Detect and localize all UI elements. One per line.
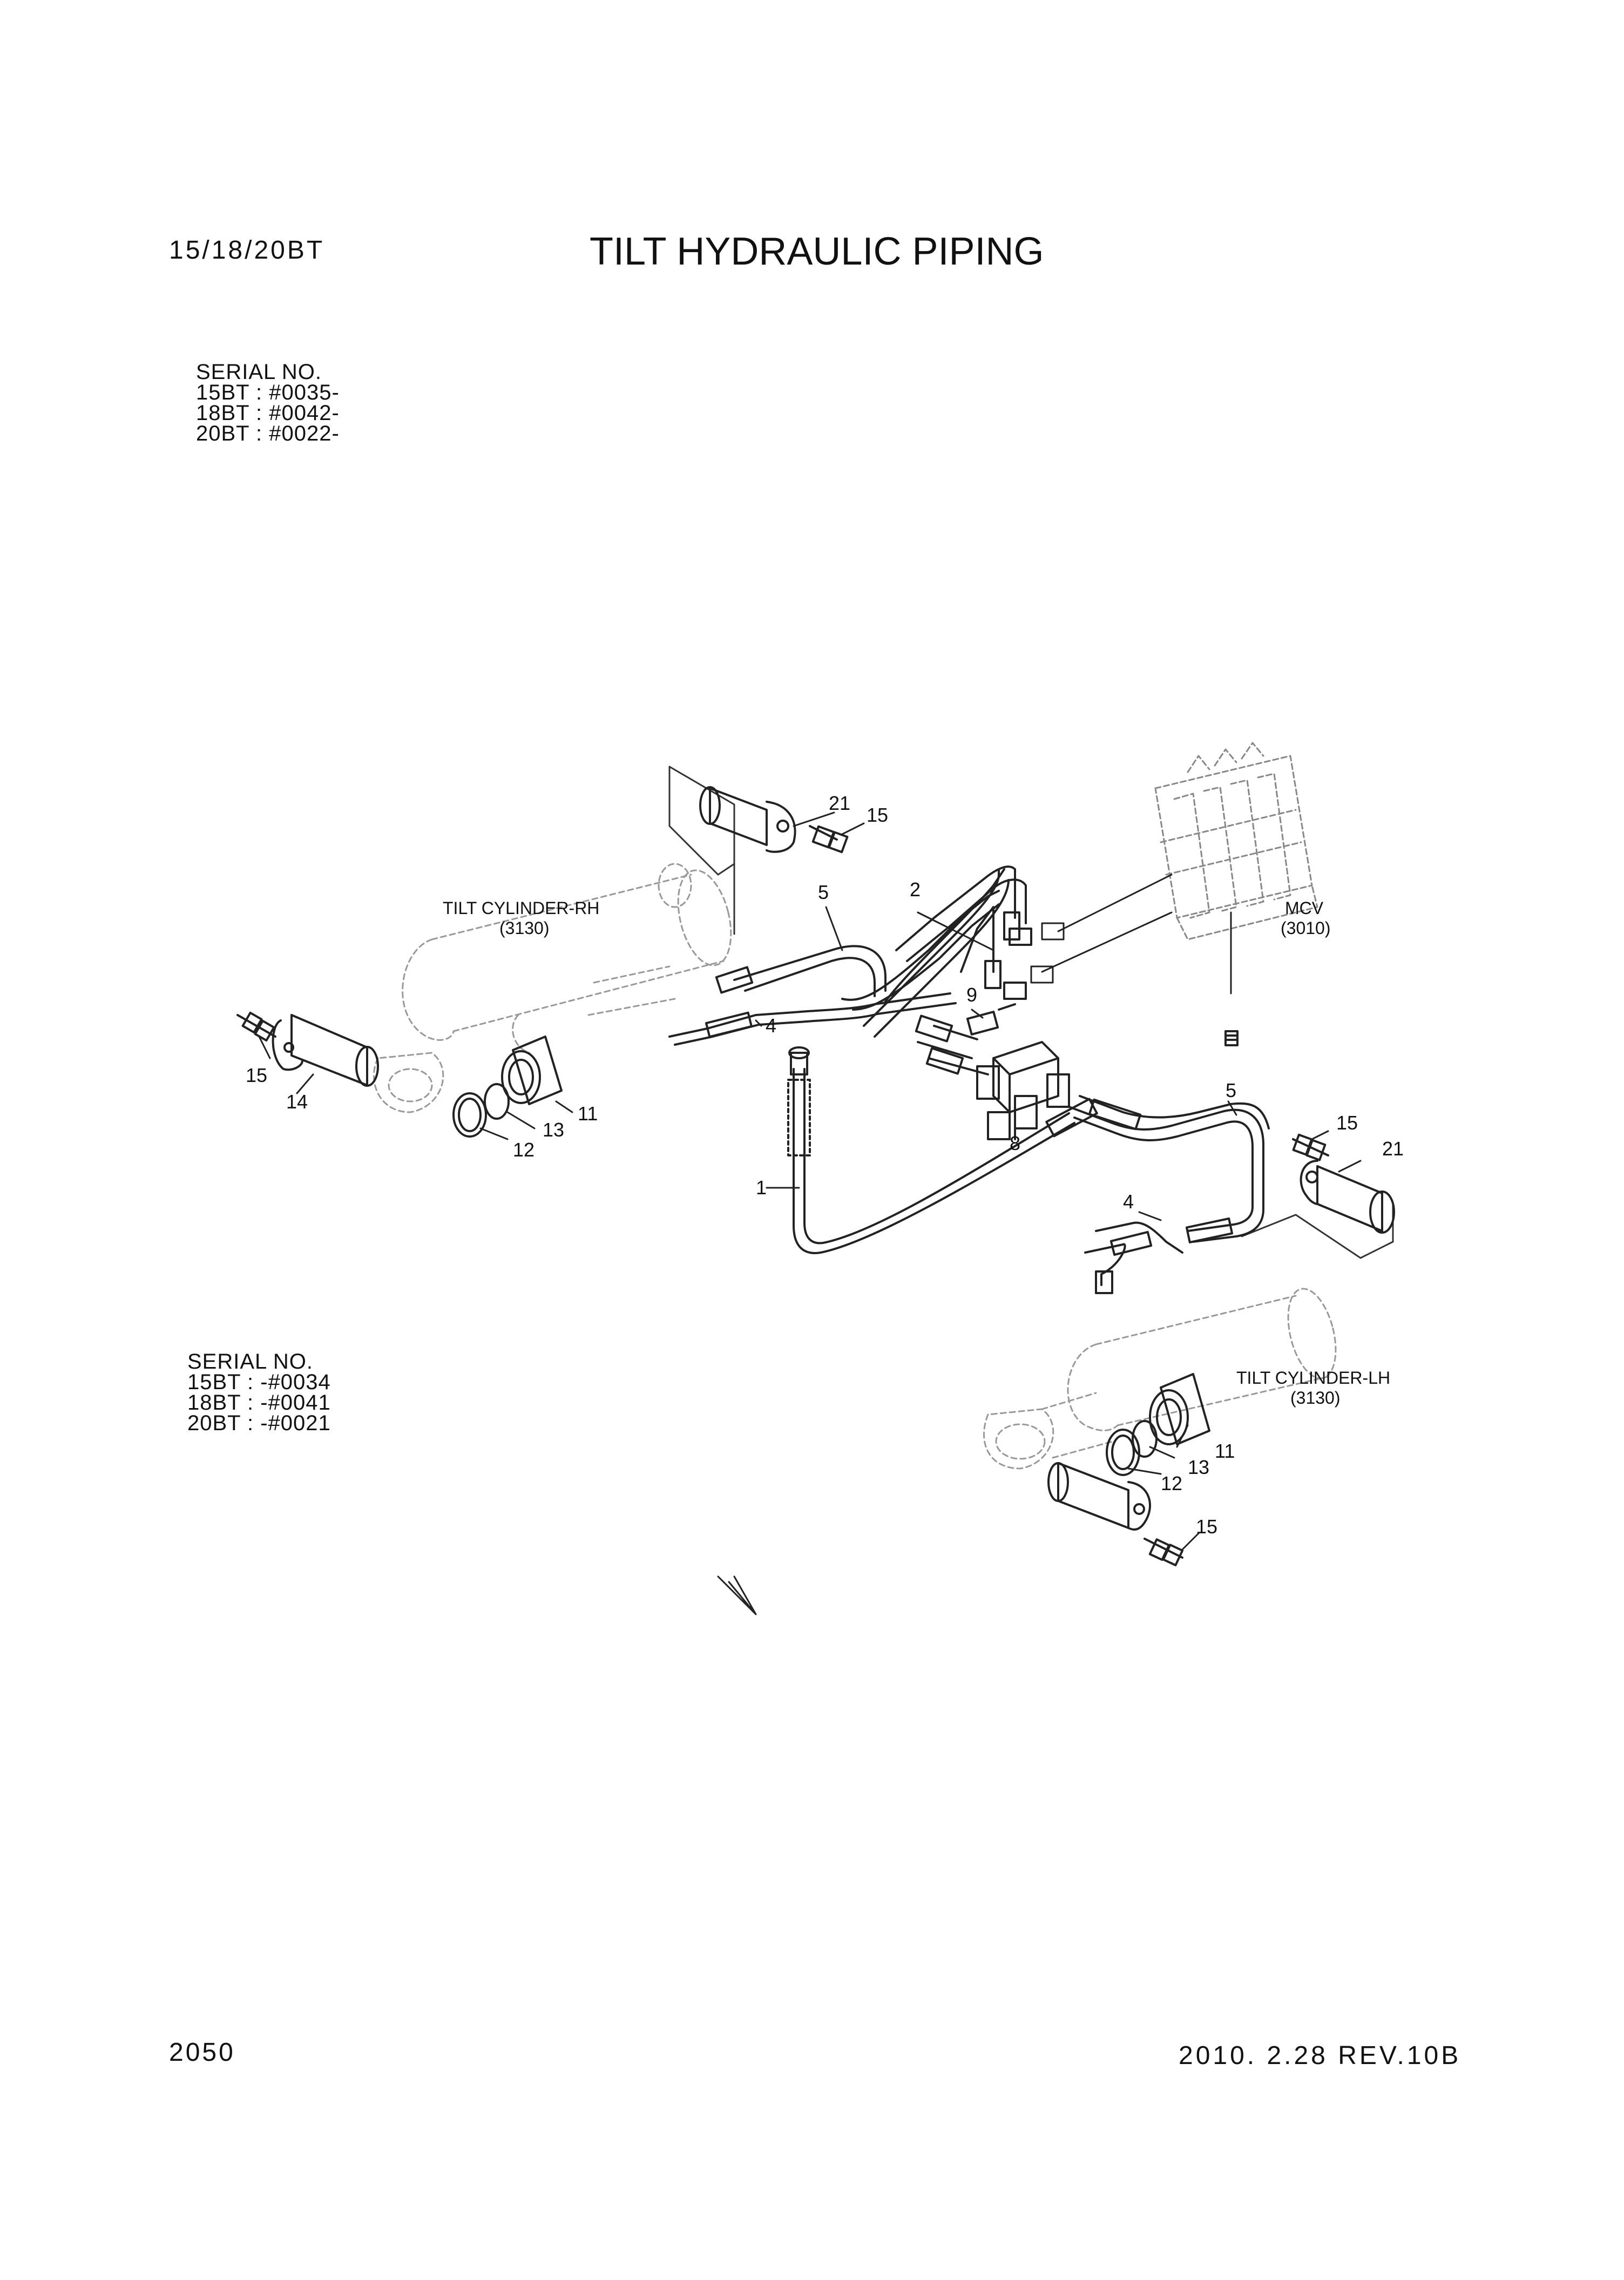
fitting-2a: [1003, 911, 1020, 941]
revision-date: 2010. 2.28 REV.10B: [1179, 2041, 1461, 2070]
hose-4-lh: [1079, 1095, 1270, 1294]
ring-13-right: [1132, 1420, 1158, 1458]
bolt-15-right: [1292, 1133, 1329, 1161]
callout-13: 13: [1188, 1456, 1209, 1478]
serial-line: 20BT : -#0021: [187, 1411, 331, 1435]
fitting-9: [966, 1003, 1016, 1036]
pin-21-upper: [699, 786, 796, 853]
serial-heading: SERIAL NO.: [187, 1350, 314, 1374]
serial-line: 15BT : #0035-: [196, 381, 340, 404]
mcv-code: (3010): [1281, 918, 1331, 938]
tilt-cylinder-rh-label: TILT CYLINDER-RH: [443, 898, 599, 918]
callout-15: 15: [867, 804, 888, 826]
hose-1-top-fitting: [790, 1052, 808, 1075]
hose-1: [787, 1046, 1098, 1254]
hose-4-rh: [668, 992, 957, 1046]
serial-line: 15BT : -#0034: [187, 1370, 331, 1394]
mcv-connector-lines: [1030, 874, 1173, 984]
manifold-port-d: [987, 1111, 1011, 1140]
callout-12: 12: [1161, 1472, 1182, 1494]
hose-4-lh-elbow: [1095, 1270, 1113, 1294]
callout-21: 21: [829, 792, 850, 814]
bushing-11-right: [1149, 1373, 1210, 1445]
fitting-2b: [984, 960, 1002, 989]
tee-manifold-8: [976, 1041, 1070, 1140]
serial-block-bottom: SERIAL NO. 15BT : -#0034 18BT : -#0041 2…: [187, 1350, 331, 1435]
serial-block-top: SERIAL NO. 15BT : #0035- 18BT : #0042- 2…: [196, 360, 340, 445]
page-title: TILT HYDRAULIC PIPING: [590, 230, 1044, 273]
adapter-mcv-b: [1030, 965, 1054, 984]
elbow-2a: [1009, 928, 1032, 946]
manifold-hoses-left: [915, 1014, 989, 1075]
callout-14: 14: [286, 1091, 308, 1113]
callout-2: 2: [910, 878, 921, 901]
mcv-supply-lines: [895, 865, 1032, 1000]
tilt-cylinder-lh-label: TILT CYLINDER-LH: [1236, 1368, 1390, 1388]
ring-12-left: [452, 1092, 487, 1138]
bushing-11-left: [501, 1036, 563, 1105]
elbow-2b: [1003, 982, 1027, 1000]
page-number: 2050: [169, 2038, 235, 2067]
serial-heading: SERIAL NO.: [196, 360, 322, 384]
hose-1-end-fitting: [1045, 1098, 1098, 1138]
adapter-mcv-a: [1041, 922, 1065, 941]
callout-15: 15: [1336, 1112, 1358, 1134]
tilt-cylinder-lh: [983, 1288, 1337, 1470]
callout-4: 4: [766, 1014, 776, 1037]
callout-13: 13: [543, 1119, 564, 1141]
pin-14: [272, 1014, 379, 1087]
hose-5-rh: [715, 945, 887, 997]
callout-15: 15: [246, 1064, 267, 1086]
serial-line: 18BT : #0042-: [196, 401, 340, 425]
hose-4-lh-fitting: [1109, 1230, 1153, 1256]
hose-4-fitting: [705, 1011, 753, 1038]
callout-9: 9: [966, 984, 977, 1006]
hose-5-lh-fitting: [1088, 1098, 1142, 1131]
pin-lower: [1047, 1462, 1151, 1531]
hose-5-fitting: [715, 966, 754, 994]
tilt-cylinder-rh-code: (3130): [499, 918, 550, 938]
hose-5-lh: [1068, 1098, 1264, 1244]
callout-5: 5: [1226, 1079, 1236, 1101]
callout-1: 1: [756, 1176, 767, 1199]
leader-lines: [258, 811, 1362, 1551]
tilt-cylinder-lh-code: (3130): [1290, 1388, 1341, 1408]
serial-line: 18BT : -#0041: [187, 1391, 331, 1415]
callout-21: 21: [1382, 1138, 1404, 1160]
model-code: 15/18/20BT: [169, 236, 325, 265]
rh-bracket-outline: [668, 766, 735, 935]
callout-12: 12: [513, 1139, 534, 1161]
callout-11: 11: [578, 1102, 598, 1125]
callout-15: 15: [1196, 1516, 1217, 1538]
bolt-15-lower: [1143, 1538, 1184, 1567]
bolt-15-upper: [809, 825, 849, 854]
orientation-arrow-icon: [717, 1575, 757, 1615]
manifold-port-c: [1046, 1073, 1070, 1108]
serial-line: 20BT : #0022-: [196, 422, 340, 445]
manifold-port-a: [976, 1065, 1000, 1100]
hose-2-pair: [841, 868, 1010, 1038]
ring-13-left: [484, 1083, 510, 1120]
pin-21-right: [1300, 1160, 1395, 1234]
manifold-port-b: [1014, 1095, 1038, 1129]
hose-5-lh-end: [1185, 1217, 1234, 1244]
bolt-15-left: [236, 1011, 276, 1042]
callout-11: 11: [1215, 1440, 1235, 1462]
ring-12-right: [1106, 1429, 1140, 1476]
callout-4: 4: [1123, 1190, 1134, 1213]
callout-8: 8: [1010, 1132, 1020, 1154]
callout-5: 5: [818, 881, 829, 903]
plug-fitting: [1224, 1030, 1239, 1046]
mcv-label: MCV: [1285, 898, 1324, 918]
